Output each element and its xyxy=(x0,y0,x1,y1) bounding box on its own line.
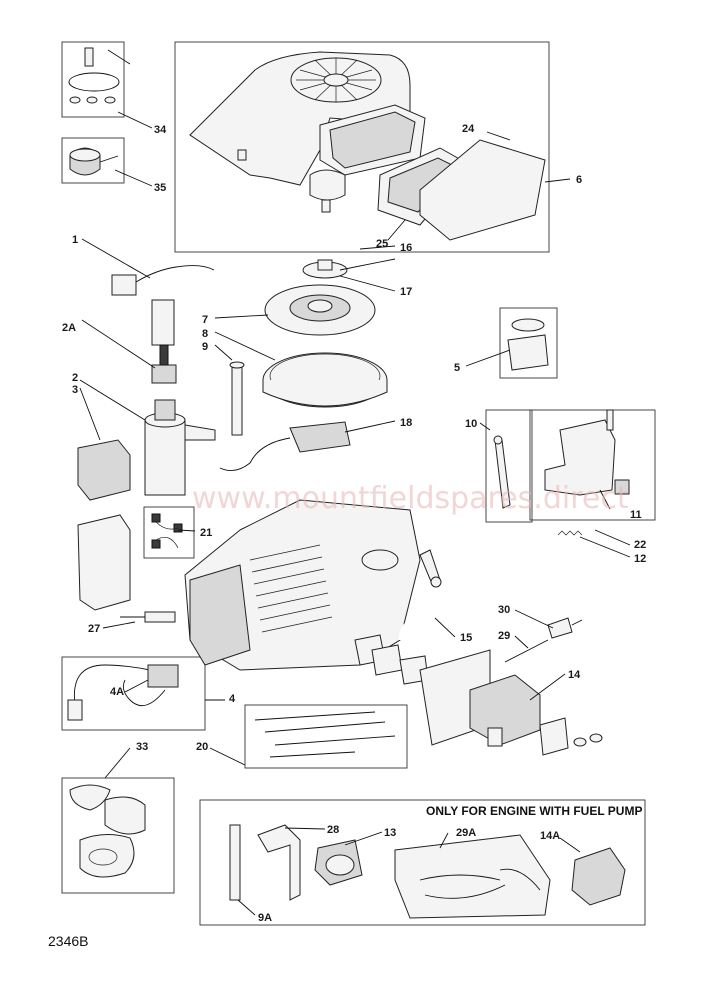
fuel-pump-section-title: ONLY FOR ENGINE WITH FUEL PUMP xyxy=(426,804,642,818)
callout-15: 15 xyxy=(460,632,472,644)
callout-28: 28 xyxy=(327,824,339,836)
governor-bracket-22 xyxy=(544,409,630,496)
callout-1: 1 xyxy=(72,234,78,246)
starter-motor xyxy=(144,399,216,496)
callout-4: 4 xyxy=(229,693,236,705)
callout-17: 17 xyxy=(400,286,412,298)
flywheel-nut-washer xyxy=(302,259,348,279)
callout-21: 21 xyxy=(200,527,212,539)
wiring-connector xyxy=(111,265,215,296)
callout-30: 30 xyxy=(498,604,510,616)
callout-18: 18 xyxy=(400,417,412,429)
carburetor-14 xyxy=(469,674,603,756)
control-rods xyxy=(254,711,396,758)
callout-20: 20 xyxy=(196,741,208,753)
callout-14a: 14A xyxy=(540,830,560,842)
starter-solenoid xyxy=(151,299,177,384)
callout-10: 10 xyxy=(465,418,477,430)
blower-housing-group-frame xyxy=(174,41,550,253)
oil-fill-5 xyxy=(507,318,549,371)
spark-plug xyxy=(120,611,176,623)
callout-9: 9 xyxy=(202,341,208,353)
callout-12: 12 xyxy=(634,553,646,565)
engine-side-cover xyxy=(77,514,131,611)
wire-harness-21 xyxy=(151,513,183,549)
cooling-fan xyxy=(264,284,376,336)
drawing-code: 2346B xyxy=(48,933,88,949)
callout-labels: 1 2A 2 3 34 35 24 6 25 16 17 7 8 9 5 18 … xyxy=(62,123,646,924)
callout-35: 35 xyxy=(154,182,166,194)
seal-kit-parts xyxy=(68,47,131,104)
fuel-pump-section-frame xyxy=(199,799,646,926)
kit-35-frame xyxy=(61,137,125,184)
callout-9a: 9A xyxy=(258,912,272,924)
rectifier xyxy=(77,439,131,501)
callout-16: 16 xyxy=(400,242,412,254)
callout-29: 29 xyxy=(498,630,510,642)
fuel-filter-30 xyxy=(547,617,583,639)
callout-22: 22 xyxy=(634,539,646,551)
spring-12 xyxy=(557,530,583,536)
callout-7: 7 xyxy=(202,314,208,326)
callout-29a: 29A xyxy=(456,827,476,839)
callout-14: 14 xyxy=(568,669,581,681)
leader-lines xyxy=(79,111,631,916)
throttle-lever xyxy=(419,549,442,588)
callout-33: 33 xyxy=(136,741,148,753)
callout-11: 11 xyxy=(630,509,642,521)
clamp-kit-parts xyxy=(69,147,119,176)
breather-tube xyxy=(398,584,457,641)
callout-2: 2 xyxy=(72,372,78,384)
rods-frame xyxy=(244,704,408,769)
callout-27: 27 xyxy=(88,623,100,635)
spark-plug-tube xyxy=(229,361,245,436)
callout-13: 13 xyxy=(384,827,396,839)
callout-24: 24 xyxy=(462,123,475,135)
kit-34-frame xyxy=(61,41,125,118)
gaskets xyxy=(354,634,429,685)
callout-4a: 4A xyxy=(110,686,124,698)
callout-25: 25 xyxy=(376,238,388,250)
watermark-text: www.mountfieldspares.direct xyxy=(192,481,629,516)
callout-5: 5 xyxy=(454,362,460,374)
callout-8: 8 xyxy=(202,328,208,340)
gasket-kit-frame xyxy=(61,777,175,894)
fuel-hose-29 xyxy=(504,639,549,663)
gasket-kit-33 xyxy=(69,784,146,878)
part-10-frame xyxy=(485,409,533,523)
callout-2a: 2A xyxy=(62,322,76,334)
ignition-coil-4 xyxy=(67,664,179,721)
governor-lever-10 xyxy=(493,435,511,509)
engine-block xyxy=(184,499,421,671)
blower-housing xyxy=(189,51,426,213)
flywheel xyxy=(262,352,388,408)
callout-34: 34 xyxy=(154,124,167,136)
fuel-pump-section-parts xyxy=(229,824,626,919)
callout-3: 3 xyxy=(72,384,78,396)
part-21-frame xyxy=(143,506,195,559)
air-filter xyxy=(377,139,546,241)
part-5-frame xyxy=(499,307,558,379)
governor-group-frame xyxy=(529,409,656,521)
callout-6: 6 xyxy=(576,174,582,186)
ignition-module xyxy=(219,421,351,472)
ignition-coil-frame xyxy=(61,656,206,731)
